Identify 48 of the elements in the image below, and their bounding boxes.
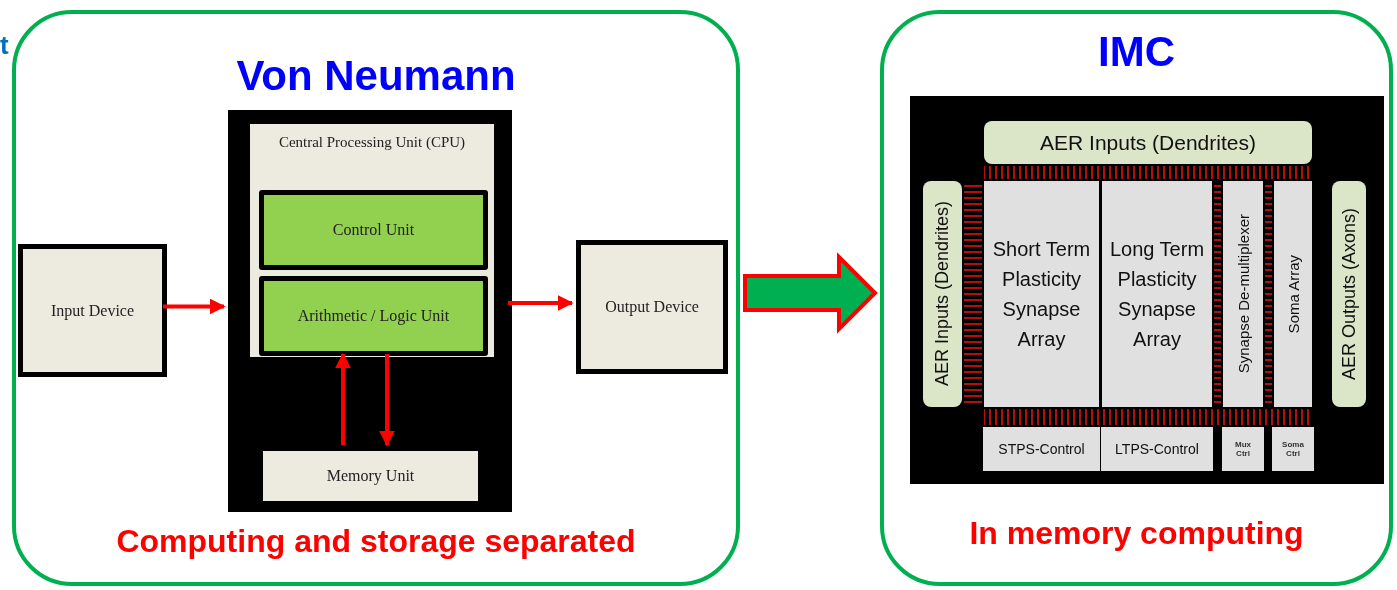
block-label: Soma Array — [1284, 254, 1302, 334]
box-label: Arithmetic / Logic Unit — [297, 307, 450, 325]
bus-label: AER Inputs (Dendrites) — [932, 201, 953, 387]
array-block — [984, 181, 1099, 407]
box-label: Input Device — [50, 301, 135, 320]
panel-caption: In memory computing — [968, 515, 1305, 552]
bus-label: AER Inputs (Dendrites) — [1040, 130, 1256, 155]
arrow — [379, 354, 395, 447]
text-fragment: t — [0, 30, 9, 61]
box-label: Output Device — [605, 298, 699, 316]
block-label: LTPS-Control — [1115, 441, 1199, 457]
array-block — [1274, 181, 1312, 407]
array-block — [1223, 181, 1263, 407]
device-box — [18, 244, 167, 377]
arrow — [335, 352, 351, 445]
cpu-box — [250, 124, 494, 357]
bus-bar — [923, 181, 962, 407]
frame-box — [228, 110, 512, 512]
block-arrow — [743, 252, 878, 334]
panel-title: Von Neumann — [235, 52, 517, 100]
block-label: Synapse De-multiplexer — [1234, 214, 1252, 374]
bus-bar — [1332, 181, 1366, 407]
bus-label: AER Outputs (Axons) — [1338, 207, 1360, 381]
panel-caption: Computing and storage separated — [115, 523, 637, 560]
unit-box — [259, 190, 488, 270]
bus-bar — [984, 121, 1312, 164]
array-block — [1102, 181, 1212, 407]
box-label: Central Processing Unit (CPU) — [278, 134, 466, 151]
device-box — [576, 240, 728, 374]
panel-title: IMC — [1097, 28, 1176, 76]
control-block — [983, 427, 1100, 471]
block-label: Long Term Plasticity Synapse Array — [1108, 237, 1206, 352]
control-block — [1222, 427, 1264, 471]
arrow — [508, 295, 574, 311]
box-label: Control Unit — [332, 221, 415, 239]
memory-box — [263, 451, 478, 501]
rounded-panel — [880, 10, 1393, 586]
control-block — [1272, 427, 1314, 471]
block-label: STPS-Control — [998, 441, 1085, 457]
block-label: Mux Ctrl — [1234, 440, 1252, 458]
box-label: Memory Unit — [326, 467, 415, 485]
block-label: Short Term Plasticity Synapse Array — [991, 237, 1092, 352]
arrow — [163, 298, 226, 315]
block-label: Soma Ctrl — [1282, 440, 1304, 458]
rounded-panel — [12, 10, 740, 586]
control-block — [1101, 427, 1213, 471]
unit-box — [259, 276, 488, 356]
frame-box — [910, 96, 1384, 484]
